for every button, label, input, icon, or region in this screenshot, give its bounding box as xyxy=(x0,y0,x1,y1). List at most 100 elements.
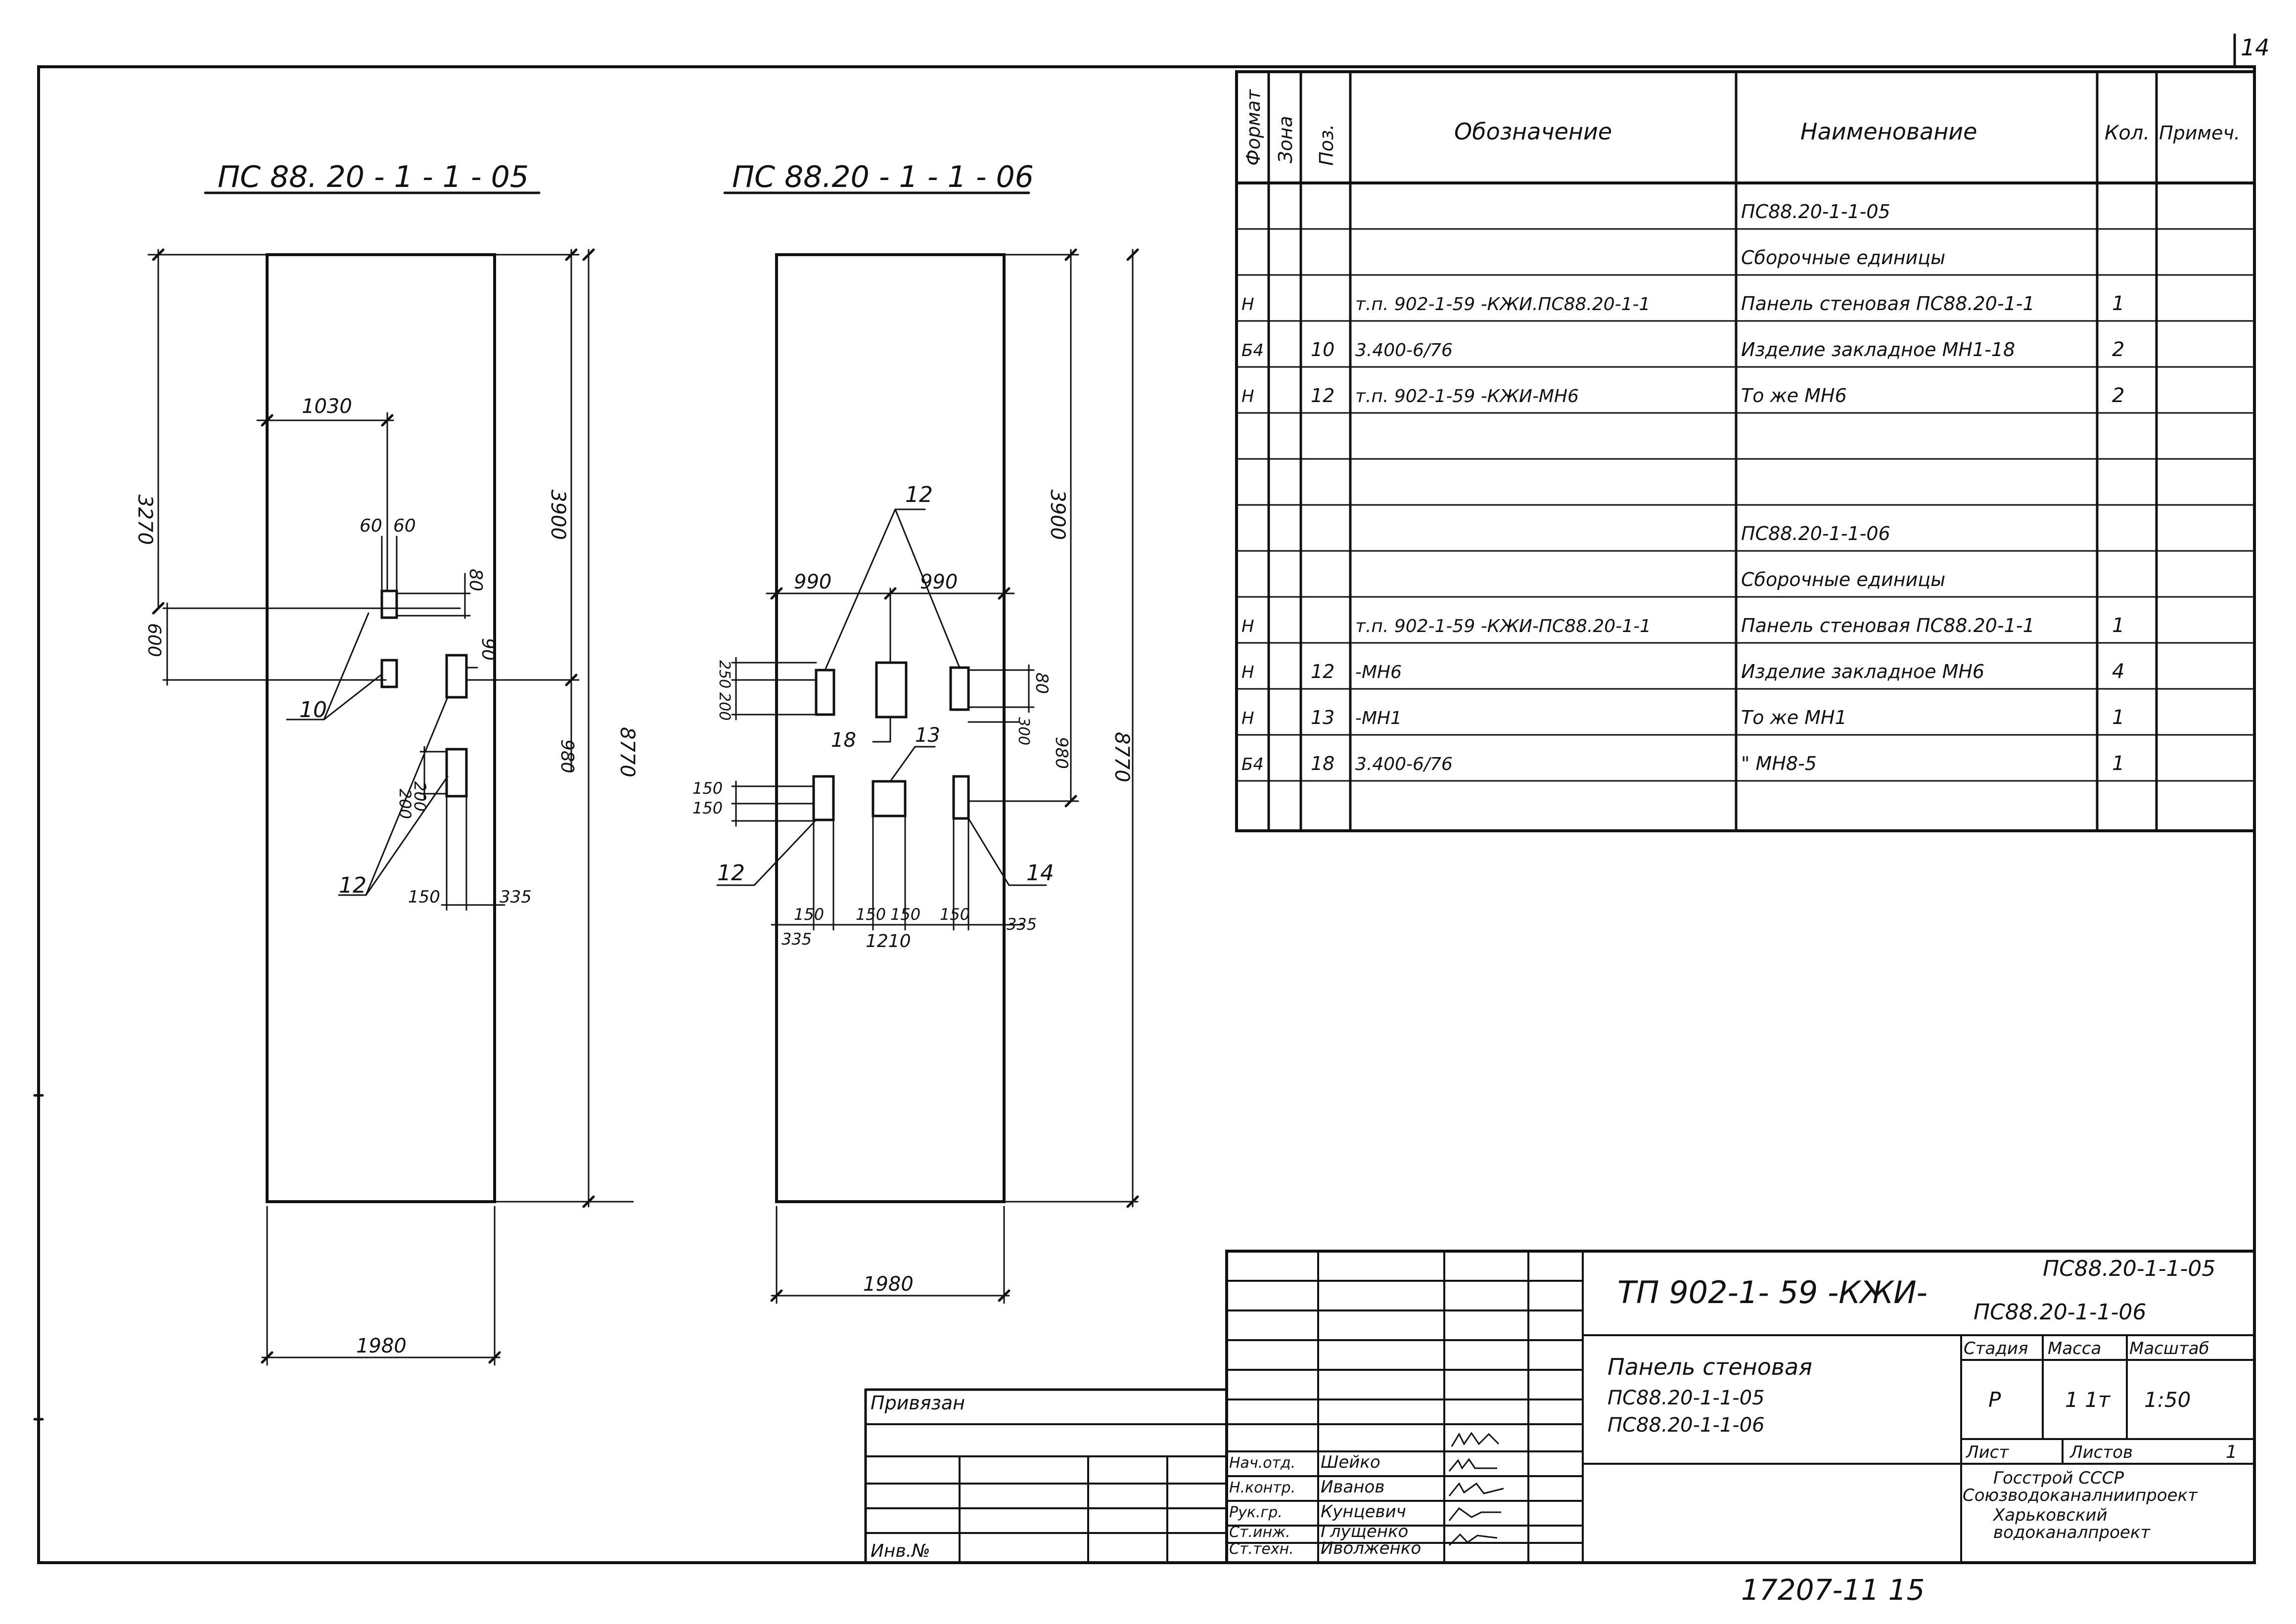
dim-label: 600 xyxy=(144,623,164,657)
spec-cell-format: Н xyxy=(1241,295,1254,315)
dim-label: 335 xyxy=(781,930,812,948)
embedded-item xyxy=(812,775,835,821)
org-line-3: Харьковский xyxy=(1992,1505,2108,1525)
dim-label: 1980 xyxy=(863,1273,914,1296)
panel-outline xyxy=(266,253,496,1203)
inv-number-label: Инв.№ xyxy=(871,1541,930,1561)
embedded-item xyxy=(815,669,835,716)
spec-cell-name: Изделие закладное МН1-18 xyxy=(1741,339,2015,361)
sheet-label: Лист xyxy=(1965,1443,2009,1462)
spec-cell-name: То же МН1 xyxy=(1741,707,1847,728)
spec-cell-format: Б4 xyxy=(1241,755,1264,774)
spec-cell-pos: 12 xyxy=(1311,385,1334,406)
dim-label: 1030 xyxy=(302,395,352,418)
spec-cell-qty: 1 xyxy=(2112,614,2124,637)
org-line-4: водоканалпроект xyxy=(1993,1523,2151,1542)
dim-label: 200 xyxy=(411,781,429,812)
spec-cell-name: Сборочные единицы xyxy=(1741,247,1945,269)
embedded-item xyxy=(872,780,907,817)
spec-cell-name: Панель стеновая ПС88.20-1-1 xyxy=(1741,293,2035,315)
dim-label: 335 xyxy=(500,887,532,907)
embedded-item xyxy=(380,659,398,688)
title-block-name: Глущенко xyxy=(1321,1522,1408,1541)
callout: 13 xyxy=(915,724,940,747)
dim-label: 60 xyxy=(393,516,416,536)
org-line-2: Союзводоканалниипроект xyxy=(1963,1486,2198,1505)
spec-cell-pos: 10 xyxy=(1311,339,1334,361)
doc-name-1: Панель стеновая xyxy=(1607,1353,1812,1380)
spec-header-designation: Обозначение xyxy=(1454,118,1612,145)
spec-cell-qty: 1 xyxy=(2112,752,2124,775)
elevation-title: ПС 88. 20 - 1 - 1 - 05 xyxy=(218,160,529,194)
title-block-role: Нач.отд. xyxy=(1229,1454,1295,1472)
spec-cell-qty: 1 xyxy=(2112,292,2124,315)
spec-cell-name: Сборочные единицы xyxy=(1741,569,1945,590)
dim-label: 300 xyxy=(1015,717,1032,745)
spec-cell-name: ПС88.20-1-1-06 xyxy=(1741,523,1890,544)
spec-header-pos: Поз. xyxy=(1316,124,1337,166)
stage-value: Р xyxy=(1988,1388,2001,1412)
callout: 10 xyxy=(299,697,327,722)
dim-label: 150 xyxy=(890,905,920,924)
dim-label: 150 xyxy=(856,905,886,924)
title-block-name: Кунцевич xyxy=(1321,1502,1406,1522)
doc-suffix-1: ПС88.20-1-1-05 xyxy=(2043,1256,2215,1281)
dim-label: 250 xyxy=(716,660,733,688)
embedded-item xyxy=(380,589,398,619)
spec-cell-qty: 1 xyxy=(2112,706,2124,729)
dim-label: 80 xyxy=(465,569,486,591)
mass-value: 1 1т xyxy=(2065,1388,2111,1412)
elevation-panel-05 xyxy=(147,191,634,1366)
embedded-item xyxy=(952,775,970,820)
dim-label: 990 xyxy=(794,571,831,593)
callout: 12 xyxy=(717,860,745,886)
dim-label: 8770 xyxy=(616,727,639,777)
embedded-item xyxy=(949,666,970,711)
elevation-panel-06 xyxy=(716,191,1139,1304)
title-block-role: Ст.инж. xyxy=(1229,1524,1290,1541)
bottom-number: 17207-11 15 xyxy=(1741,1573,1925,1607)
doc-name-2: ПС88.20-1-1-05 xyxy=(1607,1387,1765,1409)
dim-label: 3900 xyxy=(547,490,569,540)
spec-cell-format: Н xyxy=(1241,617,1254,636)
embedded-item xyxy=(445,748,468,798)
panel-outline xyxy=(775,253,1006,1203)
org-line-1: Госстрой СССР xyxy=(1993,1468,2124,1488)
dim-label: 150 xyxy=(408,887,440,907)
doc-suffix-2: ПС88.20-1-1-06 xyxy=(1974,1300,2146,1325)
spec-cell-designation: 3.400-6/76 xyxy=(1355,754,1453,774)
spec-cell-format: Б4 xyxy=(1241,341,1264,361)
dim-label: 1980 xyxy=(356,1335,407,1357)
spec-cell-name: ПС88.20-1-1-05 xyxy=(1741,201,1890,223)
elevation-title: ПС 88.20 - 1 - 1 - 06 xyxy=(732,160,1034,194)
spec-cell-designation: -МН6 xyxy=(1355,662,1402,682)
dim-label: 335 xyxy=(1007,915,1037,934)
spec-header-note: Примеч. xyxy=(2159,122,2240,144)
spec-cell-designation: т.п. 902-1-59 -КЖИ.ПС88.20-1-1 xyxy=(1355,294,1650,315)
title-block-name: Иванов xyxy=(1321,1477,1384,1497)
sheets-label: Листов xyxy=(2069,1443,2133,1462)
doc-code: ТП 902-1- 59 -КЖИ- xyxy=(1617,1274,1928,1310)
spec-cell-qty: 2 xyxy=(2112,384,2124,407)
spec-cell-pos: 12 xyxy=(1311,661,1334,682)
title-block-name: Шейко xyxy=(1321,1452,1380,1472)
dim-label: 150 xyxy=(692,799,723,817)
callout: 12 xyxy=(339,873,367,898)
embedded-item xyxy=(445,654,468,699)
dim-label: 1210 xyxy=(866,931,911,951)
dim-label: 990 xyxy=(920,571,958,593)
spec-cell-qty: 2 xyxy=(2112,338,2124,361)
title-block-role: Ст.техн. xyxy=(1229,1540,1294,1558)
spec-header-format: Формат xyxy=(1242,89,1264,166)
spec-cell-designation: 3.400-6/76 xyxy=(1355,340,1453,361)
embedded-item xyxy=(875,661,908,719)
dim-label: 200 xyxy=(396,789,414,819)
spec-cell-format: Н xyxy=(1241,663,1254,682)
scale-value: 1:50 xyxy=(2144,1388,2191,1412)
spec-cell-pos: 13 xyxy=(1311,707,1334,728)
spec-cell-format: Н xyxy=(1241,387,1254,406)
dim-label: 980 xyxy=(557,739,577,773)
privyazan-label: Привязан xyxy=(871,1392,965,1414)
dim-label: 3900 xyxy=(1046,490,1069,540)
spec-cell-pos: 18 xyxy=(1311,753,1334,774)
